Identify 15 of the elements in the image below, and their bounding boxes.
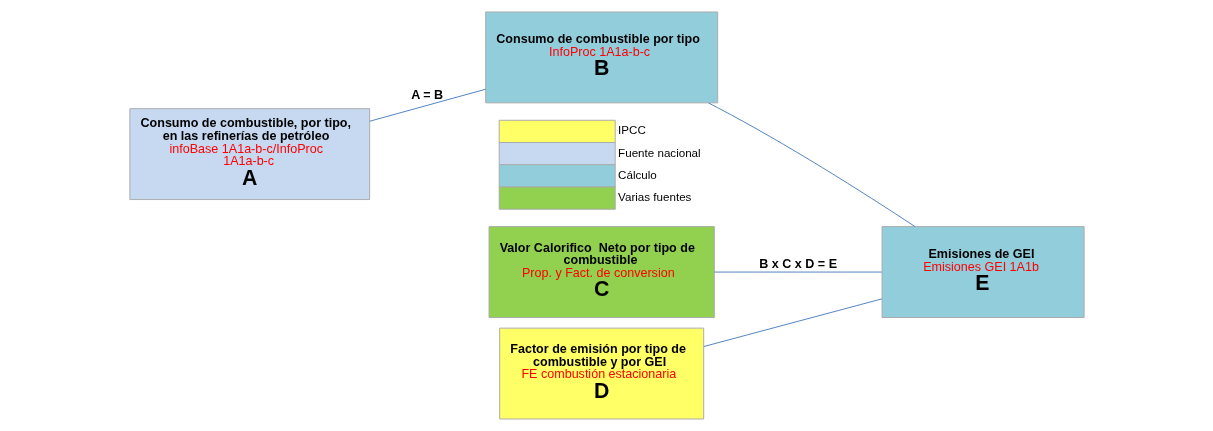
node-box: Consumo de combustible por tipo InfoProc 1A1a-b-c B: [484, 11, 718, 104]
connector: [368, 88, 486, 122]
node-box: Valor Calorifico Neto por tipo de combustible Prop. y Fact. de conversion C: [488, 226, 715, 318]
connector: [713, 271, 882, 273]
connector: [702, 298, 882, 347]
edge-label: A = B: [410, 88, 443, 103]
legend-label: Fuente nacional: [617, 145, 701, 159]
node-box: Emisiones de GEI Emisiones GEI 1A1b E: [881, 226, 1085, 318]
legend-label: Varias fuentes: [617, 190, 691, 204]
node-box: Factor de emisión por tipo de combustible y por GEI FE combustión estacionaria D: [498, 327, 704, 420]
legend-label: Cálculo: [617, 167, 657, 181]
connector: [707, 102, 915, 228]
node-box: Consumo de combustible, por tipo, en las refinerías de petróleo infoBase 1A1a-b-c/InfoProc 1A1a-b-c A: [128, 108, 370, 201]
edge-label: B x C x D = E: [758, 256, 837, 271]
legend-label: IPCC: [617, 123, 646, 137]
